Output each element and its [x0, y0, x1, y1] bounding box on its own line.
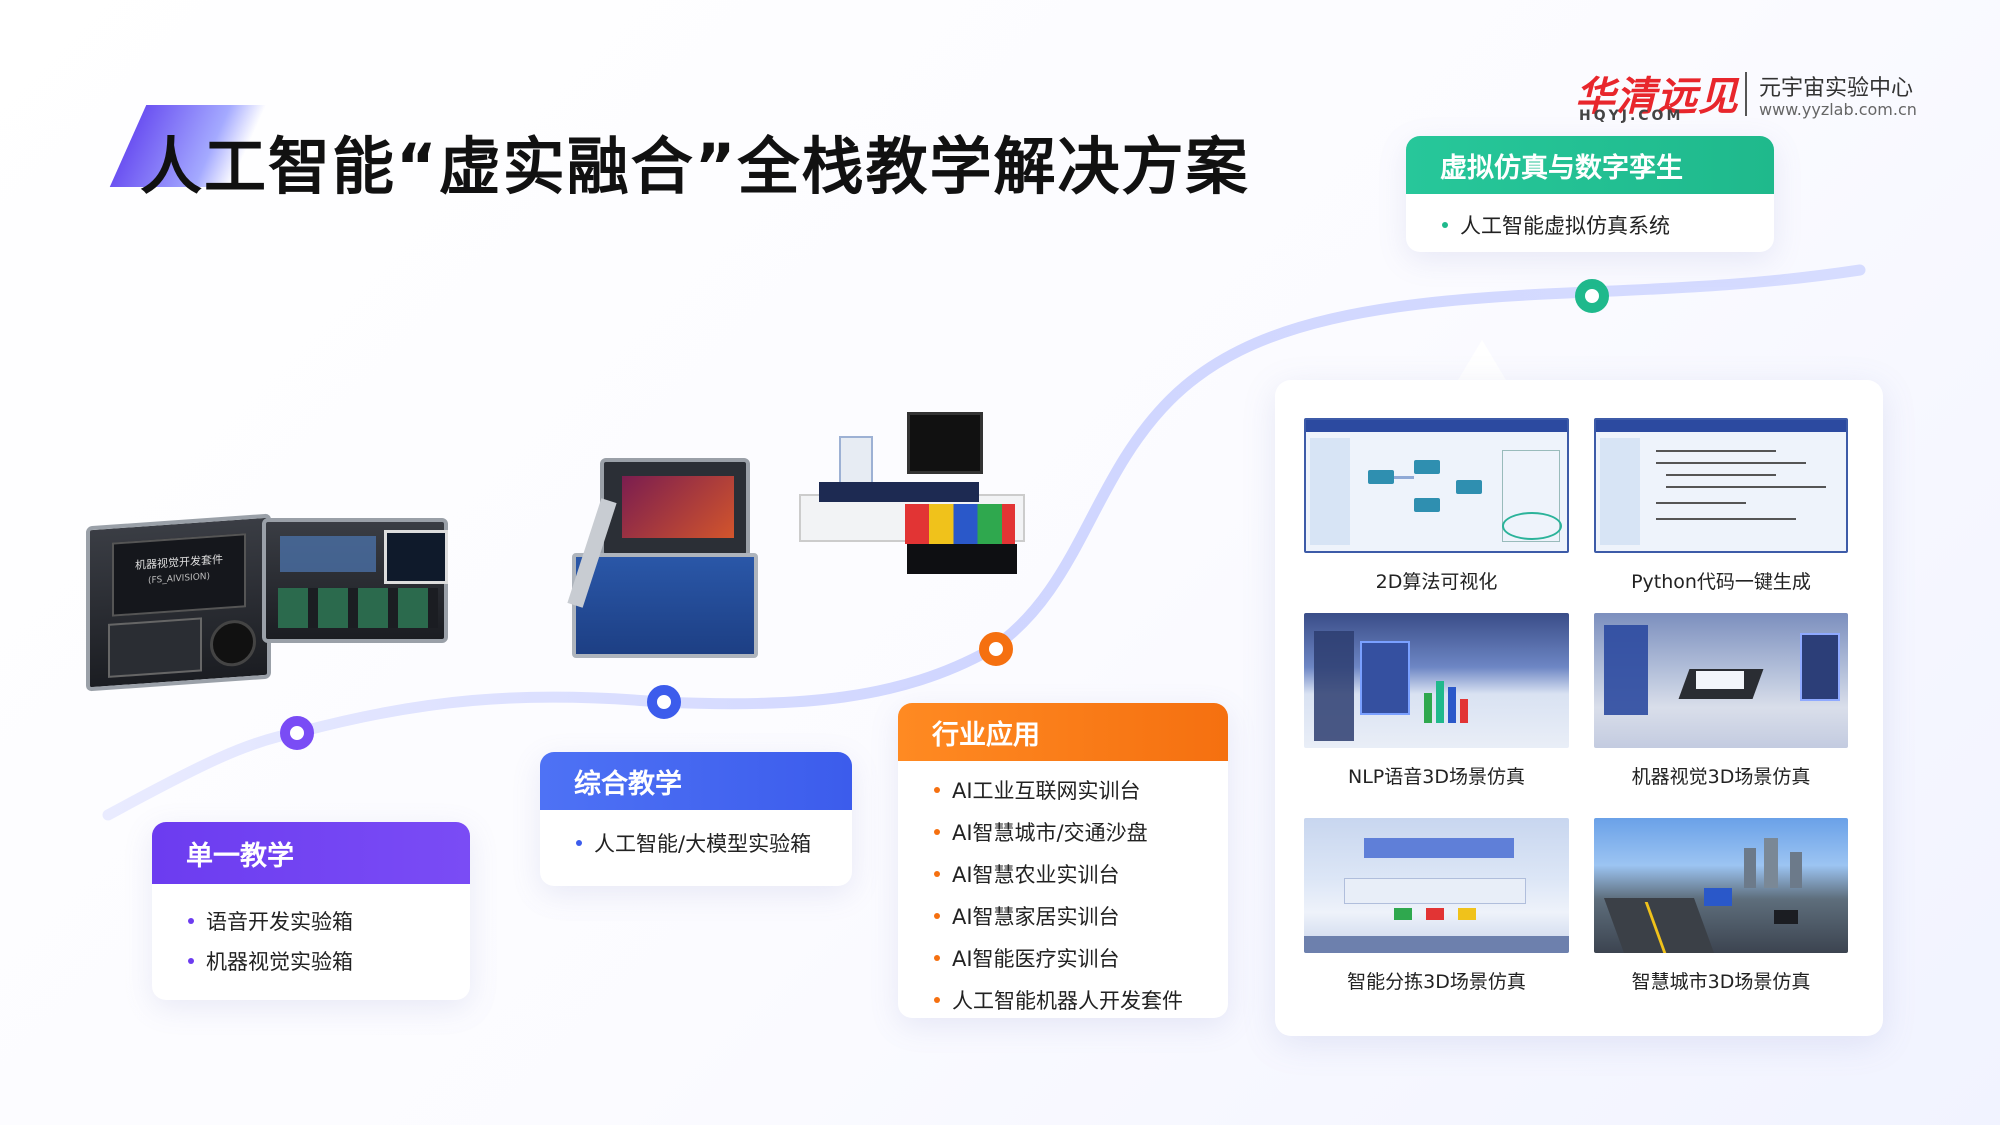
sim-caption: 2D算法可视化	[1375, 571, 1498, 593]
stage-item: AI智能医疗实训台	[932, 943, 1228, 973]
voice-kit-photo	[262, 518, 448, 643]
kit-camera	[210, 618, 256, 668]
platform-blocks	[905, 504, 1015, 544]
stage-title: 综合教学	[540, 752, 852, 810]
logo-brand-en: HQYJ.COM	[1579, 108, 1684, 124]
stage-item: AI工业互联网实训台	[932, 775, 1228, 805]
sim-caption: 智慧城市3D场景仿真	[1631, 971, 1811, 993]
box-body	[572, 553, 758, 658]
stage-marker-comprehensive	[647, 685, 681, 719]
stage-item: 人工智能机器人开发套件	[932, 985, 1228, 1015]
sim-caption: 机器视觉3D场景仿真	[1631, 766, 1811, 788]
sim-caption: 智能分拣3D场景仿真	[1347, 971, 1526, 993]
stage-marker-industry	[979, 632, 1013, 666]
stage-item: 人工智能/大模型实验箱	[574, 828, 852, 858]
stage-title: 行业应用	[898, 703, 1228, 761]
sim-thumbnail	[1594, 418, 1848, 553]
stage-card-single: 单一教学 语音开发实验箱 机器视觉实验箱	[152, 822, 470, 1000]
box-lid	[600, 458, 750, 558]
sim-thumbnail	[1594, 818, 1848, 953]
stage-item: AI智慧家居实训台	[932, 901, 1228, 931]
stage-marker-virtual	[1575, 279, 1609, 313]
sim-python-codegen: Python代码一键生成	[1594, 418, 1848, 594]
kit-laptop	[108, 617, 202, 678]
logo-brand: 华清远见	[1575, 74, 1739, 120]
stage-item: AI智慧农业实训台	[932, 859, 1228, 889]
sim-caption: Python代码一键生成	[1631, 571, 1811, 593]
stage-item: 语音开发实验箱	[186, 906, 470, 936]
platform-monitor	[907, 412, 983, 474]
stage-card-industry: 行业应用 AI工业互联网实训台 AI智慧城市/交通沙盘 AI智慧农业实训台 AI…	[898, 703, 1228, 1018]
ai-experiment-box-photo	[567, 458, 758, 658]
sim-smart-city-3d: 智慧城市3D场景仿真	[1594, 818, 1848, 994]
logo-url: www.yyzlab.com.cn	[1759, 100, 1917, 119]
stage-item: 机器视觉实验箱	[186, 946, 470, 976]
page-title: 人工智能“虚实融合”全栈教学解决方案	[140, 130, 1250, 203]
stage-title: 单一教学	[152, 822, 470, 884]
kit-boards	[278, 588, 438, 628]
sim-nlp-3d: NLP语音3D场景仿真	[1304, 613, 1569, 789]
industrial-platform-photo	[795, 412, 1027, 580]
sim-thumbnail	[1304, 818, 1569, 953]
kit-tray	[280, 536, 376, 572]
logo-center-name: 元宇宙实验中心	[1759, 76, 1914, 101]
kit-tablet	[384, 530, 448, 584]
stage-card-comprehensive: 综合教学 人工智能/大模型实验箱	[540, 752, 852, 886]
stage-item: AI智慧城市/交通沙盘	[932, 817, 1228, 847]
stage-marker-single	[280, 716, 314, 750]
vision-kit-photo: 机器视觉开发套件 (FS_AIVISION)	[86, 513, 271, 692]
sim-thumbnail	[1304, 418, 1569, 553]
stage-card-virtual: 虚拟仿真与数字孪生 人工智能虚拟仿真系统	[1406, 136, 1774, 252]
sim-thumbnail	[1304, 613, 1569, 748]
sim-machine-vision-3d: 机器视觉3D场景仿真	[1594, 613, 1848, 789]
logo-divider	[1745, 72, 1747, 116]
sim-2d-algorithm: 2D算法可视化	[1304, 418, 1569, 594]
platform-drawer	[907, 544, 1017, 574]
sim-panel-pointer	[1458, 340, 1506, 380]
sim-thumbnail	[1594, 613, 1848, 748]
stage-title: 虚拟仿真与数字孪生	[1406, 136, 1774, 194]
kit-lid-screen: 机器视觉开发套件 (FS_AIVISION)	[112, 533, 246, 617]
platform-conveyor	[819, 482, 979, 502]
stage-item: 人工智能虚拟仿真系统	[1440, 210, 1774, 240]
sim-smart-sorting-3d: 智能分拣3D场景仿真	[1304, 818, 1569, 994]
sim-caption: NLP语音3D场景仿真	[1348, 766, 1525, 788]
box-lid-screen	[622, 476, 734, 538]
